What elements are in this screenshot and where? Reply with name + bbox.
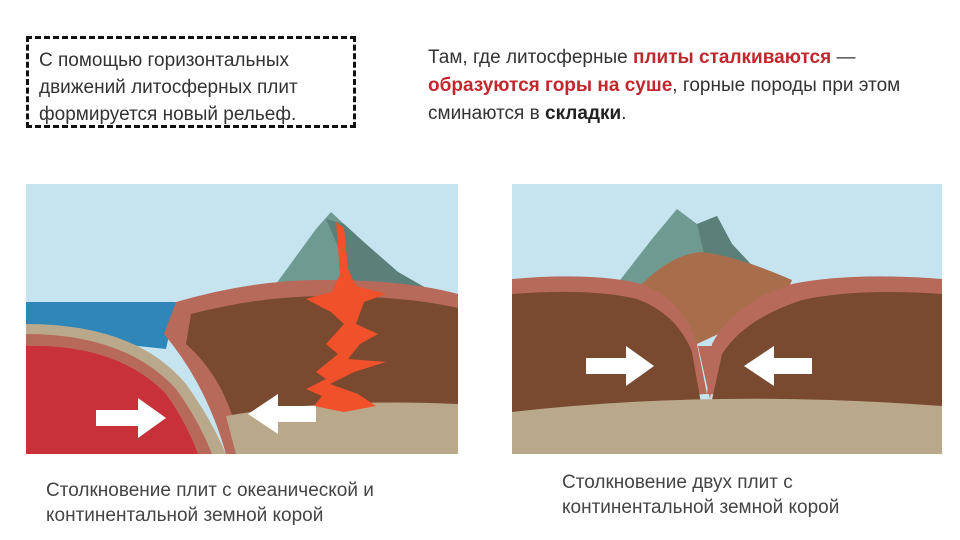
- note-line: формируется новый рельеф.: [39, 104, 297, 125]
- right-plate: [710, 292, 942, 416]
- magma-channel: [306, 222, 386, 412]
- plate-boundary: [698, 346, 718, 399]
- para-text: —: [831, 47, 856, 68]
- para-text: Там, где литосферные: [428, 47, 633, 68]
- arrow-left-icon: [744, 346, 812, 386]
- diagram-caption-1: Столкновение плит с океанической и конти…: [46, 478, 374, 528]
- caption-line: континентальной земной корой: [562, 497, 840, 518]
- oceanic-continental-collision-diagram: [26, 184, 458, 454]
- caption-line: Столкновение двух плит с: [562, 472, 793, 493]
- arrow-right-icon: [96, 398, 166, 438]
- arrow-left-icon: [248, 394, 316, 434]
- note-line: С помощью горизонтальных: [39, 50, 290, 71]
- mountain-shadow: [326, 219, 426, 288]
- para-text: .: [621, 103, 627, 124]
- highlight-plates-collide: плиты сталкиваются: [632, 47, 832, 68]
- para-text: , горные породы при этом сминаются в: [428, 75, 901, 124]
- caption-line: континентальной земной корой: [46, 505, 324, 526]
- arrow-right-icon: [586, 346, 654, 386]
- caption-line: Столкновение плит с океанической и: [46, 480, 374, 501]
- oceanic-plate: [26, 345, 198, 454]
- continental-continental-collision-diagram: [512, 184, 942, 454]
- sediment-layer: [512, 398, 942, 454]
- left-plate: [512, 291, 702, 416]
- highlight-mountains-form: образуются горы на суше: [428, 75, 673, 96]
- note-line: движений литосферных плит: [39, 77, 298, 98]
- note-box: С помощью горизонтальных движений литосф…: [26, 36, 356, 128]
- description-paragraph: Там, где литосферные плиты сталкиваются …: [428, 44, 938, 128]
- diagram-caption-2: Столкновение двух плит с континентальной…: [562, 470, 839, 520]
- highlight-folds: складки: [545, 103, 622, 124]
